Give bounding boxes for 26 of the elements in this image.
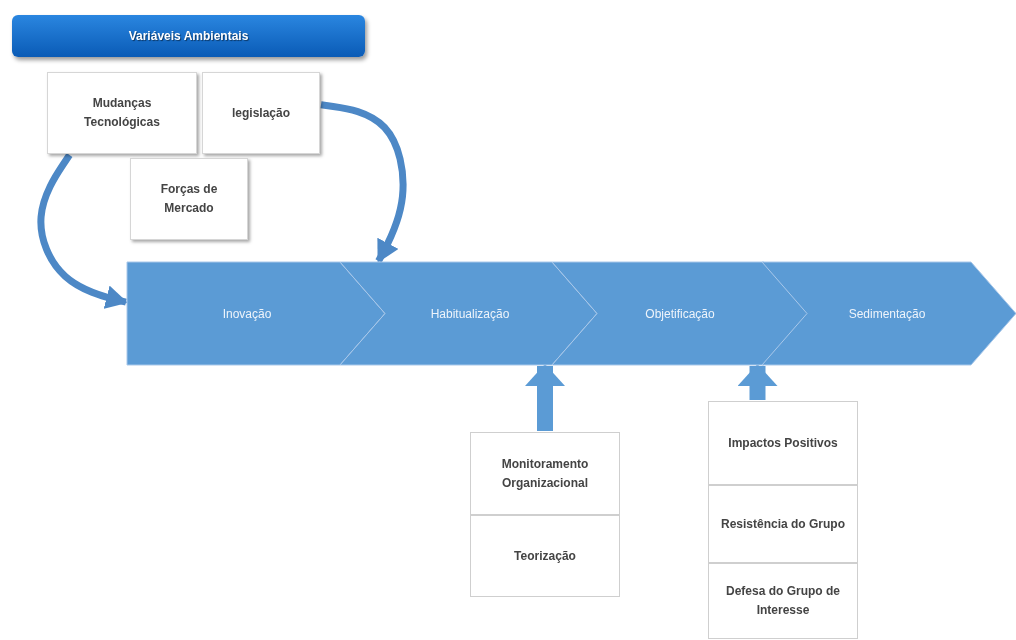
arrow: [320, 101, 407, 263]
factor-box: [202, 72, 320, 154]
factor-box: [47, 72, 197, 154]
factor-box: [470, 432, 620, 515]
arrow: [37, 153, 128, 309]
factor-box: [130, 158, 248, 240]
header-title: Variáveis Ambientais: [127, 27, 250, 45]
arrow: [737, 364, 778, 400]
stage-label: Habitualização: [429, 305, 511, 323]
factor-label: Teorização: [513, 547, 577, 565]
factor-box: [708, 401, 858, 485]
stage-label: Objetificação: [644, 305, 716, 323]
factor-box: [708, 485, 858, 563]
factor-box: [708, 563, 858, 639]
factor-box: [470, 515, 620, 597]
factor-label: Forças de Mercado: [159, 181, 219, 217]
factor-label: legislação: [231, 104, 291, 122]
factor-label: Monitoramento Organizacional: [500, 455, 590, 492]
factor-label: Mudanças Tecnológicas: [83, 95, 161, 131]
header-bar: [12, 15, 365, 57]
factor-label: Resistência do Grupo: [720, 515, 846, 533]
factor-label: Defesa do Grupo de Interesse: [725, 583, 841, 619]
factor-label: Impactos Positivos: [727, 434, 839, 452]
arrow: [525, 364, 565, 431]
stage-label: Sedimentação: [847, 305, 927, 323]
stage-label: Inovação: [221, 305, 273, 323]
